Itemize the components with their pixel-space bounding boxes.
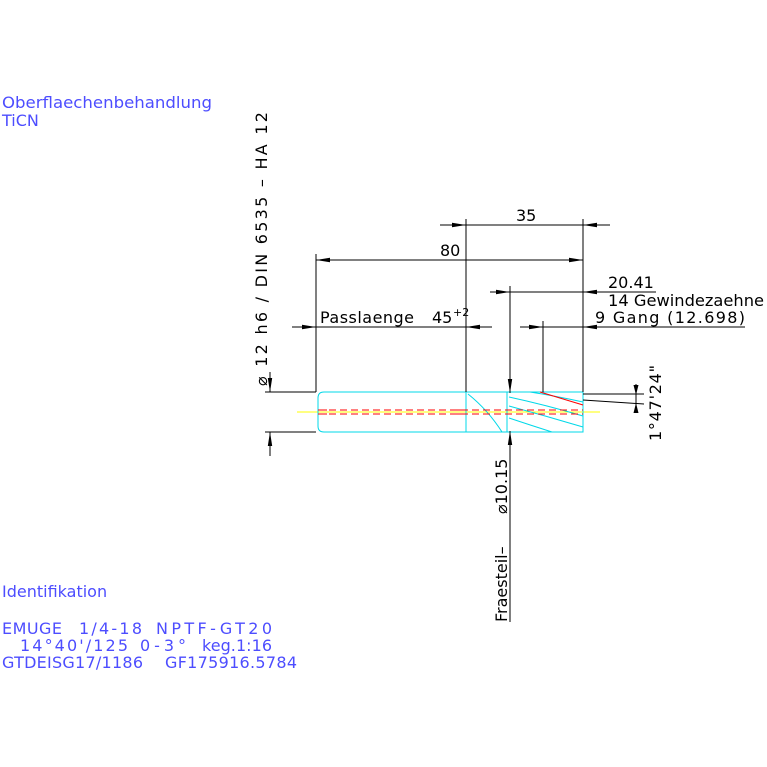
thread-length-dimension: 35 [440,206,610,392]
helix-spec: 14°40'/125 [20,636,128,655]
arrowhead [507,431,513,445]
arrowhead [507,379,513,393]
thread-size: 1/4-18 [79,619,142,638]
thread-length-value: 35 [516,206,536,225]
surface-treatment-value: TiCN [1,111,39,130]
identification-block: Identifikation EMUGE 1/4-18 NPTF-GT20 14… [2,582,297,672]
arrowhead [569,257,583,263]
surface-treatment-label: Oberflaechenbehandlung [2,93,212,112]
cutting-part-label: Fraesteil– [492,546,511,622]
thread-turns-value: 9 Gang (12.698) [595,308,745,327]
taper-ratio: keg.1:16 [202,636,272,655]
cutting-length-dimension: 20.41 14 Gewindezaehne [490,273,764,393]
arrowhead [267,432,273,446]
fit-length-tolerance: +2 [453,306,469,319]
arrowhead [496,289,510,295]
tool-type: NPTF-GT20 [156,619,272,638]
arrowhead [583,289,597,295]
teeth-count: 14 Gewindezaehne [608,291,764,310]
flute-helix-line [508,405,584,428]
taper-angle-value: 1°47'24" [646,365,665,441]
flute-helix-line [508,417,553,433]
extension-line [582,399,645,405]
thread-turns-dimension: 9 Gang (12.698) [520,308,745,392]
shank-diameter-value: ⌀ 12 h6 / DIN 6535 – HA 12 [252,112,271,386]
arrowhead [316,257,330,263]
cutting-diameter-dimension: Fraesteil– ⌀10.15 [492,379,513,622]
arrowhead [529,324,543,330]
overall-length-dimension: 80 [315,241,583,392]
article-number: GF175916.5784 [165,653,297,672]
tool-body-outline [317,391,584,433]
arrowhead [583,324,597,330]
arrowhead [633,403,639,413]
taper-angle-dimension: 1°47'24" [582,365,665,441]
overall-length-value: 80 [440,241,460,260]
fit-length-dimension: Passlaenge 45 +2 [292,306,492,330]
thread-profile-line [539,391,584,406]
cutting-length-value: 20.41 [608,273,654,292]
arrowhead [267,378,273,392]
neck-runout-curve [467,393,503,433]
arrowhead [583,222,597,228]
cutting-part-diameter: ⌀10.15 [492,459,511,514]
arrowhead [452,222,466,228]
surface-treatment-block: Oberflaechenbehandlung TiCN [1,93,212,130]
tool-view [297,391,600,433]
manufacturer: EMUGE [2,619,62,638]
fit-length-value: 45 [432,308,452,327]
shank-diameter-dimension: ⌀ 12 h6 / DIN 6535 – HA 12 [252,112,316,456]
arrowhead [466,324,480,330]
arrowhead [302,324,316,330]
identification-label: Identifikation [2,582,107,601]
drawing-number: GTDEISG17/1186 [2,653,143,672]
fit-length-label: Passlaenge [320,308,414,327]
arrowhead [633,385,639,395]
